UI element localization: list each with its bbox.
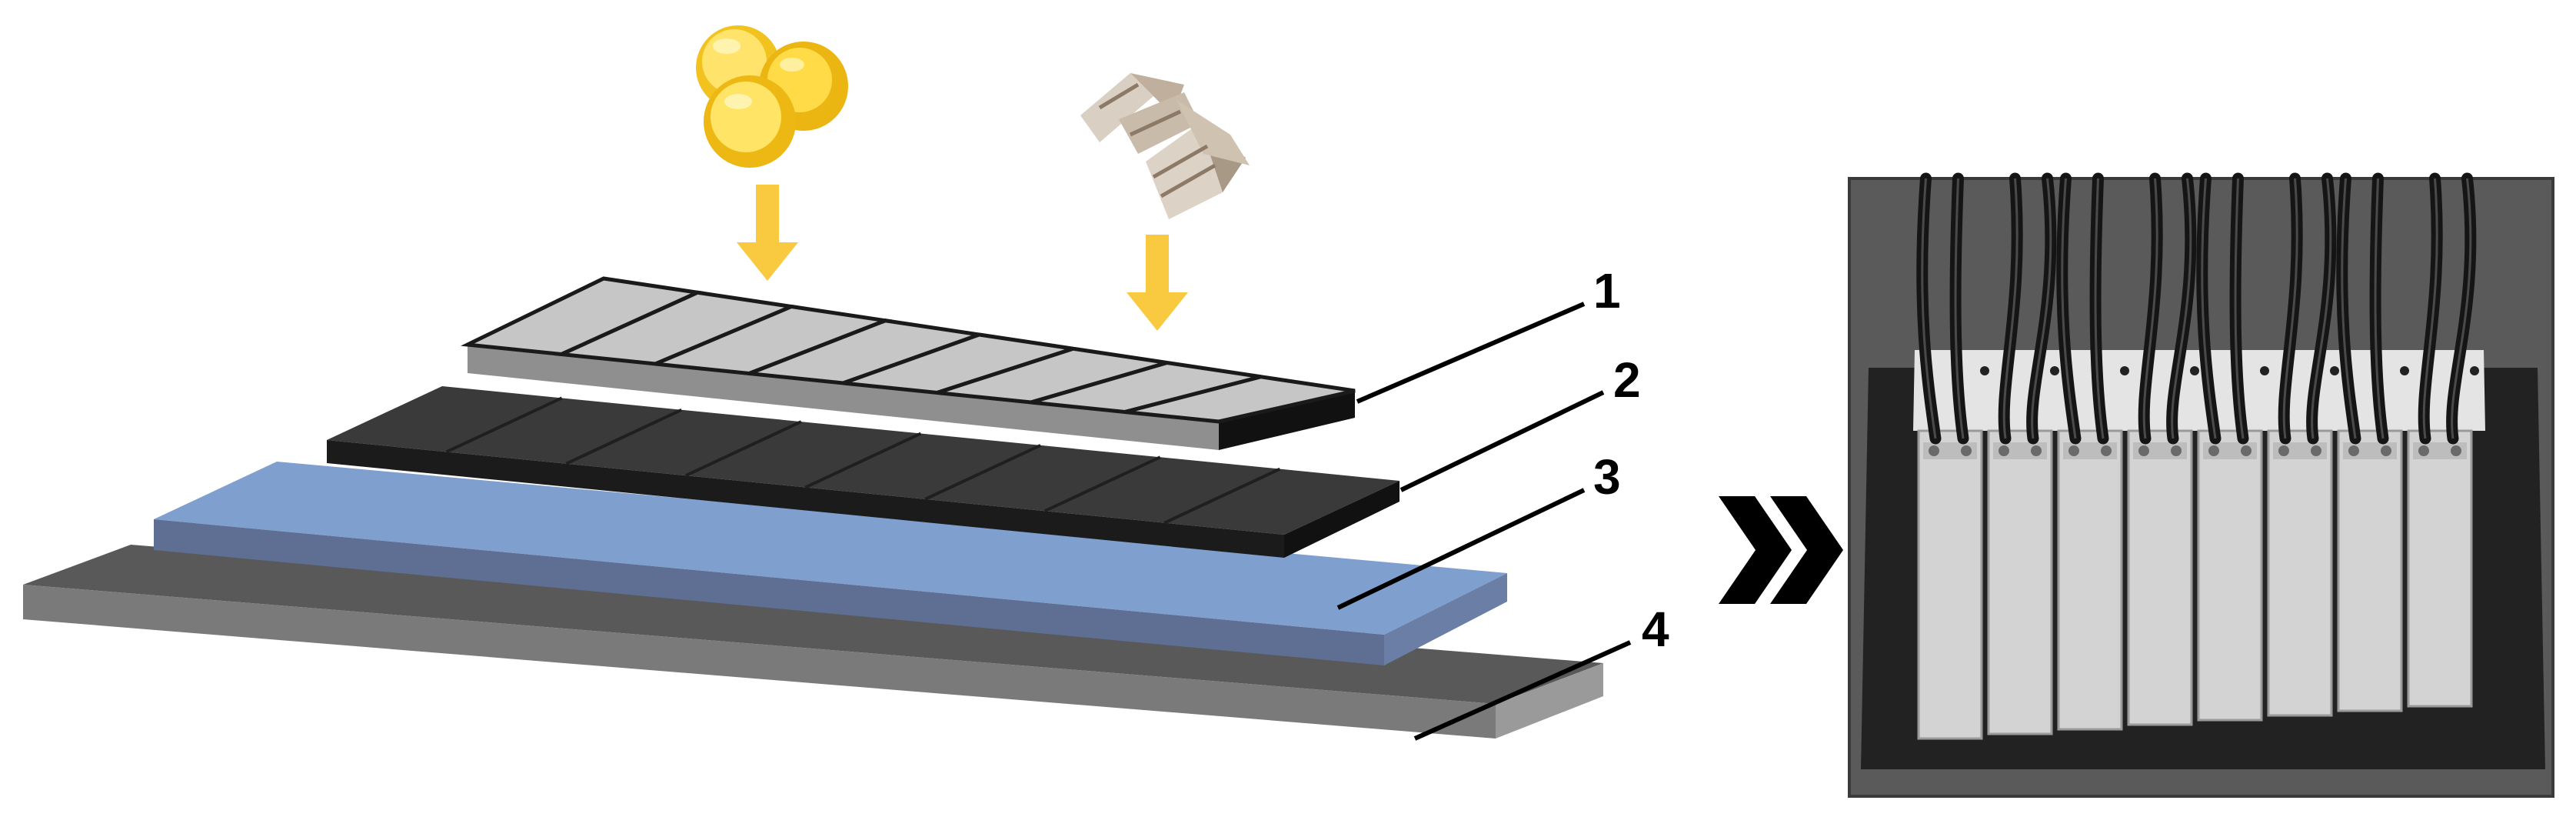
sensor-cable-highlight-4-2: [2171, 178, 2192, 439]
header-hole-5: [2260, 366, 2269, 375]
sensor-screw-2: [1999, 445, 2009, 456]
sensor-cable-highlight-1-2: [1954, 178, 1965, 439]
sensor-screw-6: [2278, 445, 2289, 456]
dark-substrate-front: [327, 440, 1284, 558]
sensor-cable-highlight-6-2: [2311, 178, 2332, 439]
substrate-groove-2: [565, 408, 683, 465]
blue-plate-front: [154, 519, 1384, 665]
layer-label-4: 4: [1642, 602, 1669, 657]
dark-substrate-side: [1284, 481, 1399, 558]
layer-1-sensor-row: [461, 276, 1356, 450]
header-hole-7: [2400, 366, 2409, 375]
double-chevron-right-icon: [1719, 496, 1843, 604]
layer-3-blue-plate: [154, 462, 1507, 665]
leader-line-2: [1399, 390, 1605, 492]
layer-4-base-plate: [23, 545, 1603, 739]
sensor-array-photo: [1848, 172, 2554, 798]
sensor-screw-1: [1929, 445, 1939, 456]
header-hole-8: [2470, 366, 2479, 375]
substrate-groove-5: [924, 444, 1041, 501]
sensor-screw-b-2: [2031, 445, 2042, 456]
leader-lines: [1336, 302, 1632, 741]
sensor-cable-highlight-7-2: [2374, 178, 2385, 439]
sensor-screw-7: [2348, 445, 2359, 456]
sensor-strip-3: [2057, 429, 2123, 731]
header-hole-4: [2190, 366, 2199, 375]
sensor-screw-8: [2418, 445, 2429, 456]
substrate-groove-1: [445, 396, 563, 454]
header-hole-2: [2050, 366, 2059, 375]
header-hole-6: [2330, 366, 2339, 375]
wood-arrow: [1127, 235, 1188, 331]
sensor-screw-b-7: [2381, 445, 2391, 456]
exploded-layer-diagram: 1 2 3 4: [23, 25, 1669, 741]
sensor-strip-4: [2127, 429, 2193, 726]
sensor-cable-highlight-8-2: [2451, 178, 2472, 439]
substrate-groove-4: [804, 432, 922, 489]
corn-arrow: [737, 185, 798, 281]
sensor-strip-6: [2267, 429, 2333, 717]
sensor-segments: [461, 276, 1356, 424]
leader-line-4: [1413, 640, 1632, 741]
substrate-groove-3: [685, 420, 802, 477]
sensor-cable-highlight-1-1: [1921, 178, 1937, 439]
substrate-grooves: [445, 396, 1281, 525]
layer-labels: 1 2 3 4: [1593, 263, 1669, 657]
base-plate-top: [23, 545, 1603, 704]
layer-label-3: 3: [1593, 449, 1621, 505]
sensor-screw-3: [2068, 445, 2079, 456]
sensor-strips: [1917, 366, 2479, 740]
base-plate-front: [23, 585, 1496, 739]
sensor-screw-b-4: [2171, 445, 2182, 456]
sensor-cable-highlight-5-1: [2201, 178, 2217, 439]
sensor-screw-4: [2138, 445, 2149, 456]
sensor-cable-highlight-4-1: [2142, 178, 2158, 439]
leader-line-3: [1336, 488, 1586, 610]
sensor-cable-highlight-3-2: [2094, 178, 2105, 439]
blue-plate-side: [1384, 573, 1507, 665]
substrate-groove-6: [1043, 455, 1161, 513]
layer-label-2: 2: [1613, 352, 1641, 408]
sensor-row-side: [1219, 391, 1355, 450]
sensor-row-front: [468, 345, 1219, 450]
sensor-cable-highlight-2-1: [2002, 178, 2019, 439]
sensor-strip-1: [1917, 429, 1983, 740]
sensor-cable-highlight-2-2: [2031, 178, 2052, 439]
layer-label-1: 1: [1593, 263, 1621, 318]
sensor-cable-highlight-8-1: [2422, 178, 2438, 439]
wood-chips-icon: [1080, 73, 1250, 219]
base-plate-side: [1496, 663, 1603, 739]
sensor-segment-8: [1124, 375, 1356, 424]
sensor-cable-highlight-5-2: [2234, 178, 2245, 439]
sensor-cables: [1916, 172, 2477, 445]
sensor-cable-highlight-3-1: [2061, 178, 2077, 439]
sensor-screw-b-3: [2101, 445, 2112, 456]
sensor-screw-b-6: [2311, 445, 2321, 456]
sensor-strip-2: [1987, 429, 2053, 735]
leader-line-1: [1356, 302, 1586, 404]
sensor-strip-8: [2407, 429, 2473, 708]
sensor-strip-7: [2337, 429, 2403, 712]
substrate-groove-7: [1163, 467, 1281, 525]
blue-plate-top: [154, 462, 1507, 635]
sensor-cable-highlight-7-1: [2341, 178, 2357, 439]
sensor-screw-5: [2208, 445, 2219, 456]
sensor-screw-b-8: [2451, 445, 2461, 456]
layer-2-dark-substrate: [327, 386, 1399, 558]
sensor-screw-b-5: [2241, 445, 2252, 456]
sensor-screw-b-1: [1961, 445, 1972, 456]
sensor-cable-highlight-6-1: [2282, 178, 2298, 439]
corn-kernels-icon: [696, 25, 848, 168]
header-hole-3: [2120, 366, 2129, 375]
header-hole-1: [1980, 366, 1989, 375]
sensor-strip-5: [2197, 429, 2263, 722]
